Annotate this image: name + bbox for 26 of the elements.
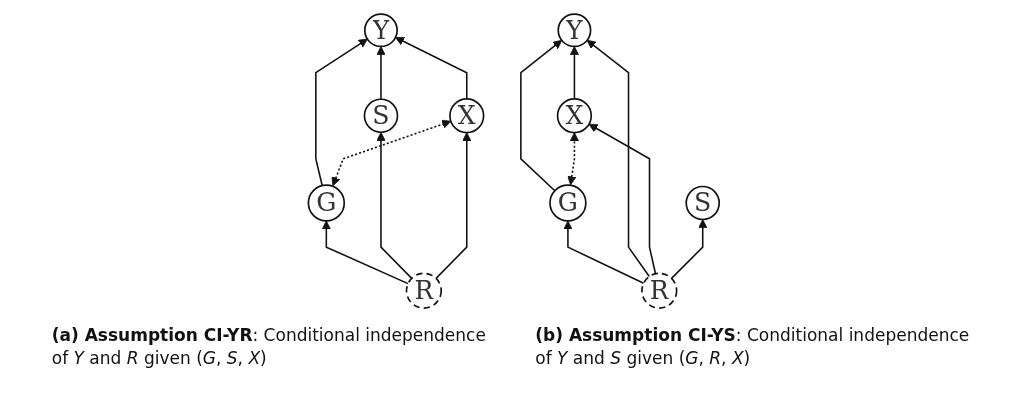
figure-caption: (a) Assumption CI-YR: Conditional independence of Y and R given (G, S, X)	[51, 324, 487, 370]
arrow	[563, 220, 645, 284]
node-circle: G	[548, 183, 587, 222]
node-circle: X	[448, 97, 485, 133]
node-circle: Y	[363, 12, 398, 47]
arrow	[321, 220, 409, 284]
arrow	[566, 131, 579, 185]
figure-caption: (b) Assumption CI-YS: Conditional independence of Y and S given (G, R, X)	[535, 324, 971, 370]
node-circle: X	[556, 97, 592, 133]
arrow	[376, 45, 386, 100]
arrow	[588, 123, 656, 275]
arrow	[586, 39, 650, 277]
node-circle: S	[363, 97, 398, 133]
node-circle: R	[640, 272, 678, 309]
arrow	[376, 131, 413, 279]
node-circle: Y	[557, 12, 592, 47]
node-circle: G	[307, 183, 345, 222]
arrow	[569, 45, 579, 100]
arrow	[670, 218, 708, 279]
node-circle: S	[685, 185, 720, 220]
arrow	[434, 131, 472, 279]
arrow	[331, 119, 451, 186]
node-circle: R	[405, 272, 442, 309]
arrow	[519, 39, 562, 191]
arrow	[314, 38, 368, 186]
arrow	[394, 36, 468, 100]
